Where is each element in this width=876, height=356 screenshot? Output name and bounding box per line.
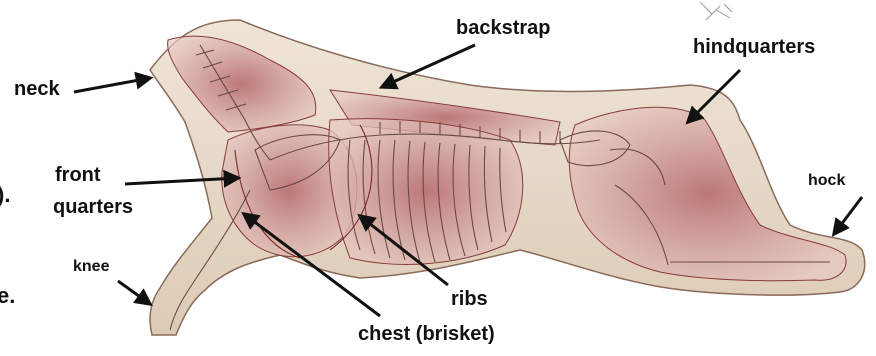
cropped-text-fragment-1: ). xyxy=(0,182,10,208)
label-front-quarters-line2: quarters xyxy=(53,196,133,219)
label-hindquarters: hindquarters xyxy=(693,36,815,59)
cropped-text-fragment-2: e. xyxy=(0,283,15,309)
label-neck: neck xyxy=(14,78,60,101)
label-knee: knee xyxy=(73,258,109,276)
neck-arrow xyxy=(74,78,150,92)
label-chest-brisket: chest (brisket) xyxy=(358,323,495,346)
label-hock: hock xyxy=(808,172,845,190)
knee-arrow xyxy=(118,281,150,304)
label-ribs: ribs xyxy=(451,288,488,311)
hock-arrow xyxy=(834,197,862,234)
label-front-quarters-line1: front xyxy=(55,164,101,187)
antler-sketch xyxy=(700,2,732,20)
label-backstrap: backstrap xyxy=(456,17,551,40)
